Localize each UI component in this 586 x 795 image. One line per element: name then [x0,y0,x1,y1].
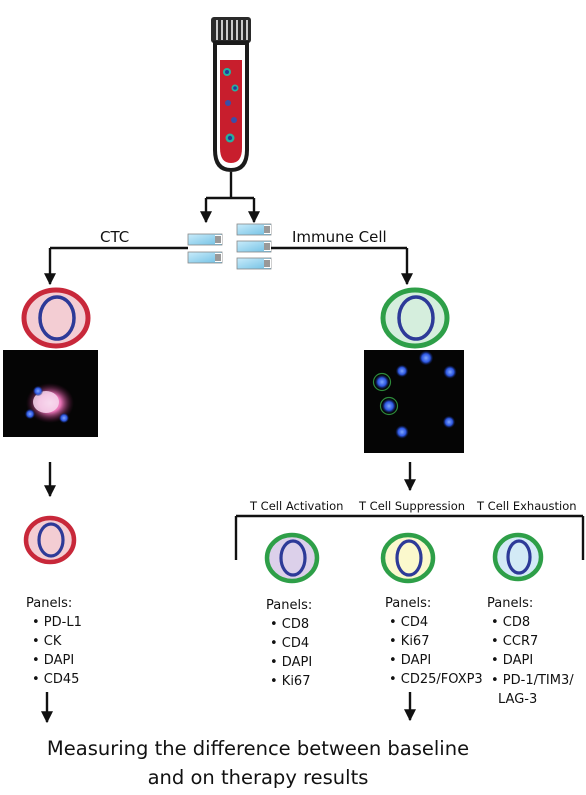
immune-cell-label: Immune Cell [292,228,387,246]
immune-branch-arrow [271,246,413,286]
suppression-panel-list: Panels: • CD4 • Ki67 • DAPI • CD25/FOXP3 [385,596,483,687]
activation-panel-item: • DAPI [270,655,312,670]
activation-cell-icon [264,532,320,584]
test-tube-icon [211,17,251,173]
slide-icon-immune-2 [236,240,272,253]
slide-icon-immune-3 [236,257,272,270]
t-cell-category-bracket [234,514,585,560]
ctc-panel-title: Panels: [26,596,72,611]
ctc-label: CTC [100,228,129,246]
activation-panel-item: • CD8 [270,617,309,632]
caption-line-1: Measuring the difference between baselin… [47,737,469,760]
exhaustion-panel-item: • CCR7 [491,634,538,649]
suppression-panel-title: Panels: [385,596,431,611]
ctc-panel-item: • CD45 [32,672,79,687]
exhaustion-panel-list: Panels: • CD8 • CCR7 • DAPI • PD-1/TIM3/… [487,596,574,707]
exhaustion-panel-item: • PD-1/TIM3/ [491,673,574,688]
caption-line-2: and on therapy results [148,766,369,789]
suppression-cell-icon [380,532,436,584]
slide-icon-immune-1 [236,223,272,236]
suppression-panel-item: • DAPI [389,653,431,668]
slide-icon-ctc-2 [187,251,223,264]
suppression-panel-item: • CD4 [389,615,428,630]
exhaustion-cell-icon [492,532,544,582]
ctc-panel-item: • DAPI [32,653,74,668]
suppression-panel-item: • CD25/FOXP3 [389,672,483,687]
exhaustion-panel-item: LAG-3 [498,692,537,707]
ctc-panel-item: • PD-L1 [32,615,82,630]
activation-panel-list: Panels: • CD8 • CD4 • DAPI • Ki67 [266,598,312,689]
t-cell-activation-label: T Cell Activation [249,499,343,513]
exhaustion-panel-title: Panels: [487,596,533,611]
immune-cell-icon [380,287,450,349]
suppression-panel-item: • Ki67 [389,634,429,649]
t-cell-exhaustion-label: T Cell Exhaustion [476,499,577,513]
ctc-cell-icon [21,287,91,349]
ctc-panel-item: • CK [32,634,62,649]
slide-icon-ctc-1 [187,233,223,246]
ctc-cell-icon-2 [23,515,77,565]
activation-panel-item: • Ki67 [270,674,310,689]
ctc-branch-arrow [44,246,188,286]
exhaustion-panel-item: • CD8 [491,615,530,630]
exhaustion-panel-item: • DAPI [491,653,533,668]
activation-panel-item: • CD4 [270,636,309,651]
split-connector [200,172,260,224]
ctc-micrograph-image [3,350,98,437]
ctc-panel-list: Panels: • PD-L1 • CK • DAPI • CD45 [26,596,82,687]
t-cell-suppression-label: T Cell Suppression [358,499,465,513]
immune-micrograph-image [364,350,464,453]
activation-panel-title: Panels: [266,598,312,613]
